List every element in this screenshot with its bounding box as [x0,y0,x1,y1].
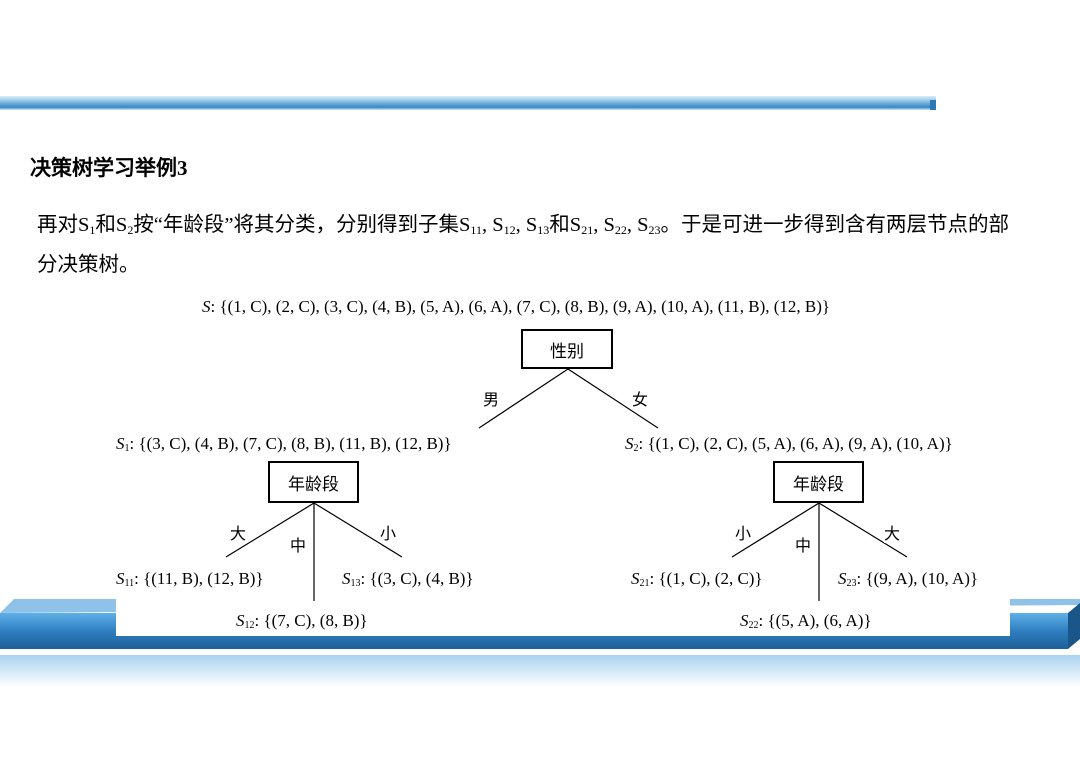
subset-s11: S11: {(11, B), (12, B)} [116,569,264,589]
slide-title: 决策树学习举例3 [30,156,188,180]
tree-edges [225,368,908,601]
subset-s13: S13: {(3, C), (4, B)} [342,569,474,589]
slide-paragraph: 再对S1和S2按“年龄段”将其分类，分别得到子集S11, S12, S13和S2… [37,214,1010,276]
edge-label-right-mid: 中 [795,536,812,555]
decision-tree-diagram: S: {(1, C), (2, C), (3, C), (4, B), (5, … [116,293,1010,636]
subset-s21: S21: {(1, C), (2, C)} [631,569,763,589]
subset-s12: S12: {(7, C), (8, B)} [236,611,368,631]
subset-s2: S2: {(1, C), (2, C), (5, A), (6, A), (9,… [625,434,953,454]
edge-label-left-big: 大 [230,524,247,543]
root-set: S: {(1, C), (2, C), (3, C), (4, B), (5, … [202,297,831,316]
edge-label-right-small: 小 [735,524,752,543]
subset-s22: S22: {(5, A), (6, A)} [740,611,872,631]
edge-label-left-mid: 中 [290,536,307,555]
right-node-age: 年龄段 [773,461,864,503]
edge-label-female: 女 [632,390,649,409]
subset-s23: S23: {(9, A), (10, A)} [838,569,979,589]
edge-label-male: 男 [483,390,500,409]
subset-s1: S1: {(3, C), (4, B), (7, C), (8, B), (11… [116,434,452,454]
root-node-gender: 性别 [521,329,613,369]
header-rule [0,96,936,110]
header-rule-end [930,100,936,110]
left-node-age: 年龄段 [268,461,359,503]
edge-label-left-small: 小 [380,524,397,543]
edge-label-right-big: 大 [884,524,901,543]
